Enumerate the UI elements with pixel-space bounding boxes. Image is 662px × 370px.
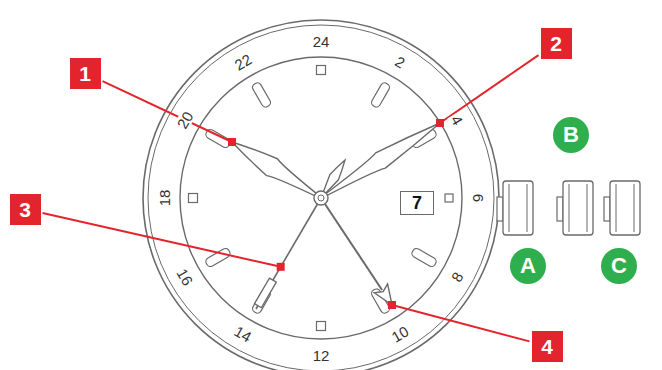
hour-marker-bar <box>251 81 272 108</box>
circle-fill <box>510 248 546 284</box>
bezel-number: 6 <box>471 192 486 204</box>
leader-line <box>392 305 530 341</box>
bezel-number: 20 <box>173 107 196 132</box>
hour-markers <box>189 66 454 331</box>
seconds-lume <box>254 278 276 308</box>
hour-marker-bar <box>411 247 438 268</box>
bezel-outer <box>143 20 499 370</box>
bezel-number: 10 <box>387 322 412 345</box>
hour-marker-square <box>189 194 198 203</box>
hour-marker-square <box>445 194 453 202</box>
crown-stem <box>497 197 503 221</box>
leader-line <box>43 213 281 267</box>
crown-position: A <box>509 247 547 285</box>
bezel-number: 12 <box>311 348 332 363</box>
hand-hub <box>314 191 328 205</box>
bezel-number: 22 <box>230 50 255 73</box>
crown <box>497 181 533 235</box>
bezel-number: 2 <box>390 52 408 71</box>
bezel-number: 14 <box>230 322 255 345</box>
callout-number: 3 <box>10 194 41 225</box>
leader-line <box>103 81 233 142</box>
circle-fill <box>601 248 637 284</box>
bezel-number: 16 <box>173 264 196 289</box>
leader-end-dot <box>388 301 396 309</box>
circle-fill <box>553 117 589 153</box>
crown-groove <box>569 184 570 232</box>
crown-position: B <box>552 116 590 154</box>
callout-text: 2 <box>550 33 562 54</box>
gmt-hand <box>321 198 382 290</box>
crown-groove <box>527 184 528 232</box>
hour-marker-square <box>317 322 326 331</box>
crown <box>604 181 640 235</box>
callout-text: 3 <box>19 199 31 220</box>
bezel-number: 24 <box>311 34 332 49</box>
callout-number: 1 <box>70 58 101 89</box>
crown-body <box>563 181 593 235</box>
date-window: 7 <box>400 191 434 215</box>
callout-text: 1 <box>79 63 91 84</box>
crown-stem <box>604 197 610 221</box>
hour-hand <box>232 142 326 201</box>
hand-hub-pin <box>318 195 324 201</box>
position-letter: B <box>563 124 579 146</box>
crown-body <box>610 181 640 235</box>
leader-end-dot <box>277 263 285 271</box>
crown-stem <box>557 197 563 221</box>
crown <box>557 181 593 235</box>
leader-end-dot <box>436 119 444 127</box>
date-digit: 7 <box>412 194 422 212</box>
crown-groove <box>587 184 588 232</box>
crown-position: C <box>600 247 638 285</box>
leader-lines <box>43 55 539 341</box>
minute-hand <box>316 123 440 201</box>
callout-number: 4 <box>532 331 563 362</box>
watch-hands <box>232 123 440 309</box>
bezel-number: 18 <box>157 188 172 209</box>
bezel-number: 4 <box>447 110 466 128</box>
dial-ring <box>180 57 462 339</box>
callout-number: 2 <box>541 28 572 59</box>
bezel-number: 8 <box>447 267 466 285</box>
leader-end-dot <box>228 138 236 146</box>
position-letter: C <box>611 255 627 277</box>
crown-groove <box>509 184 510 232</box>
position-letter: A <box>520 255 536 277</box>
callout-text: 4 <box>541 336 553 357</box>
crown-groove <box>616 184 617 232</box>
crown-body <box>503 181 533 235</box>
crown-groove <box>634 184 635 232</box>
hour-marker-bar <box>370 81 391 108</box>
hour-marker-square <box>317 66 326 75</box>
